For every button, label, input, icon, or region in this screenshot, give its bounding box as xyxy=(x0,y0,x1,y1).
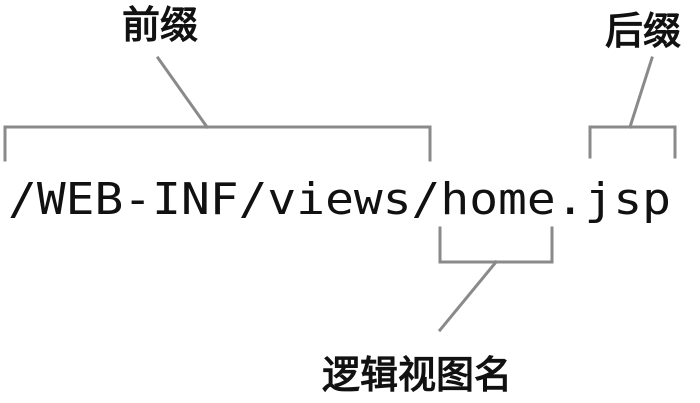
prefix-bracket xyxy=(3,55,432,162)
view-path-text: /WEB-INF/views/home.jsp xyxy=(8,174,671,225)
suffix-bracket xyxy=(588,56,677,159)
prefix-label: 前缀 xyxy=(122,3,198,47)
suffix-label: 后缀 xyxy=(605,9,681,53)
logical-view-name-bracket xyxy=(437,226,554,333)
logical-view-name-label: 逻辑视图名 xyxy=(322,353,512,397)
